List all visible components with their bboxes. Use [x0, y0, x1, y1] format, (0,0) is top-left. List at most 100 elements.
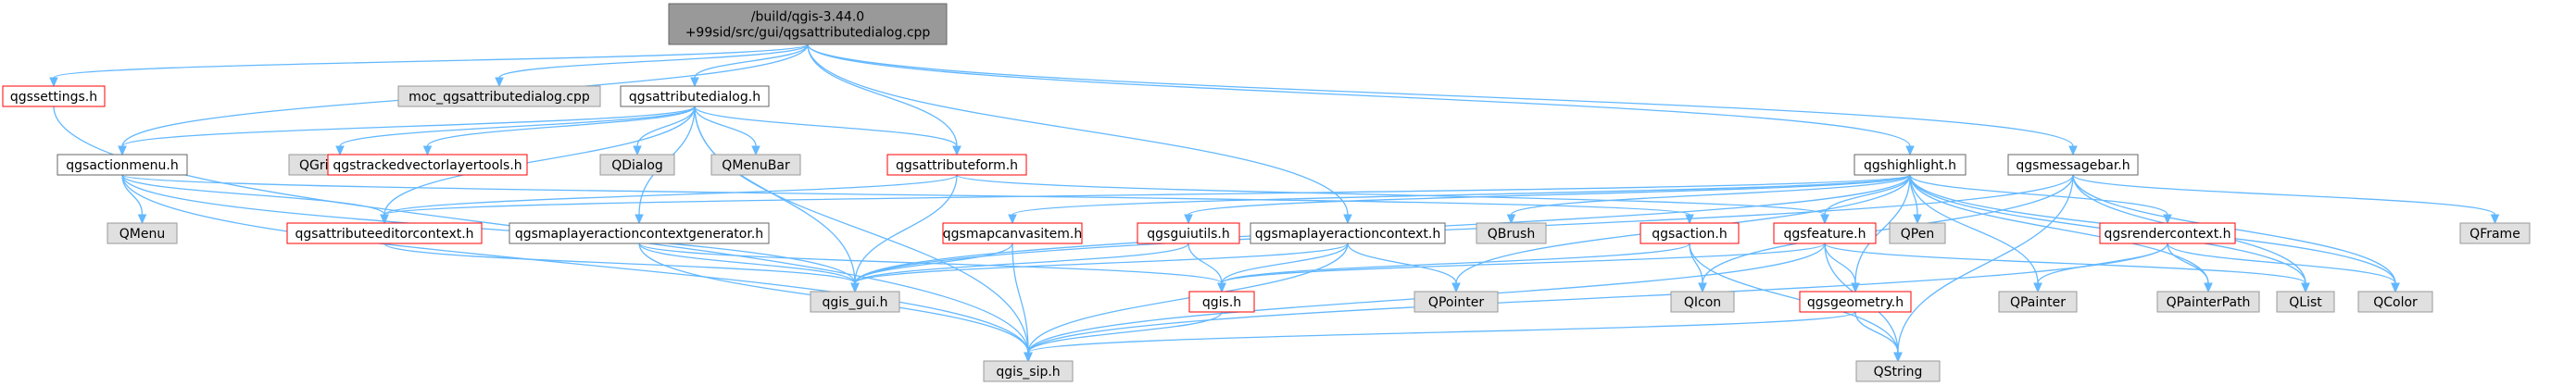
- edge-arrowhead-qgsfeature-to-QList: [2301, 282, 2310, 293]
- node-label-QPen: QPen: [1901, 227, 1934, 242]
- node-label-qgsrendercontext: qgsrendercontext.h: [2104, 227, 2230, 242]
- node-label-qgssettings: qgssettings.h: [10, 90, 97, 105]
- node-QBrush: QBrush: [1476, 222, 1547, 244]
- node-label-QFrame: QFrame: [2469, 227, 2520, 242]
- node-qgsactionmenu[interactable]: qgsactionmenu.h: [57, 154, 188, 176]
- node-box-qgsattributeform: [886, 154, 1027, 176]
- node-label-qgsgeometry: qgsgeometry.h: [1807, 295, 1904, 310]
- edge-arrowhead-qgsattributedialog-to-QMenuBar: [751, 145, 760, 156]
- edge-qgsactionmenu-to-qgsattributeeditorcontext: [121, 174, 385, 216]
- edge-qgsactionmenu-to-qgis_gui: [121, 174, 856, 284]
- edge-qgsfeature-to-QList: [1824, 243, 2306, 284]
- edge-qgsattributedialog-to-QGridLayout: [339, 106, 696, 147]
- node-box-qgsrendercontext: [2099, 222, 2236, 244]
- edge-arrowhead-qgsrendercontext-to-QPainter: [2033, 282, 2042, 293]
- edge-qgsattributeeditorcontext-to-qgis_gui: [383, 243, 856, 284]
- node-qgis_sip: qgis_sip.h: [983, 360, 1074, 382]
- node-label-root: +99sid/src/gui/qgsattributedialog.cpp: [685, 26, 931, 41]
- node-label-qgsmaplayeractioncontext: qgsmaplayeractioncontext.h: [1255, 227, 1440, 242]
- node-label-QMenu: QMenu: [119, 227, 165, 242]
- node-label-QPainterPath: QPainterPath: [2167, 295, 2251, 310]
- edge-arrowhead-qgshighlight-to-qgsfeature: [1820, 214, 1829, 225]
- node-QPen: QPen: [1889, 222, 1946, 244]
- edge-arrowhead-qgsgeometry-to-QString: [1893, 352, 1903, 363]
- node-qgsrendercontext[interactable]: qgsrendercontext.h: [2099, 222, 2236, 244]
- node-qgsaction[interactable]: qgsaction.h: [1640, 222, 1740, 244]
- edge-qgsattributeform-to-qgsfeature: [956, 174, 1826, 216]
- node-qgssettings[interactable]: qgssettings.h: [2, 85, 106, 107]
- edge-arrowhead-root-to-qgshighlight: [1905, 145, 1915, 156]
- edge-qgsattributedialog-to-qgsactionmenu: [121, 106, 696, 147]
- node-label-qgshighlight: qgshighlight.h: [1864, 158, 1956, 173]
- edge-qgsmessagebar-to-QFrame: [2072, 174, 2496, 216]
- edge-arrowhead-qgsrendercontext-to-QPainterPath: [2204, 282, 2213, 293]
- edge-root-to-qgsattributeform: [807, 44, 958, 147]
- node-qgsmaplayeractioncontext[interactable]: qgsmaplayeractioncontext.h: [1250, 222, 1446, 244]
- node-box-moc: [397, 85, 601, 107]
- edge-arrowhead-root-to-qgsmaplayeractioncontext: [1343, 214, 1352, 225]
- node-label-qgsattributeeditorcontext: qgsattributeeditorcontext.h: [295, 227, 473, 242]
- node-qgsattributedialog[interactable]: qgsattributedialog.h: [620, 85, 770, 107]
- edge-qgsattributeform-to-qgis_gui: [854, 174, 958, 284]
- edge-qgsattributedialog-to-QMenuBar: [694, 106, 757, 147]
- node-label-qgis: qgis.h: [1202, 295, 1241, 310]
- node-label-QBrush: QBrush: [1488, 227, 1535, 242]
- edge-root-to-qgsmessagebar: [807, 44, 2074, 147]
- node-qgstrackedvectorlayertools[interactable]: qgstrackedvectorlayertools.h: [327, 154, 528, 176]
- edge-arrowhead-qgsguiutils-to-qgis_gui: [850, 282, 860, 293]
- node-box-QPainter: [1998, 291, 2078, 313]
- edge-root-to-moc: [498, 44, 809, 79]
- edge-arrowhead-qgshighlight-to-QPen: [1913, 214, 1922, 225]
- edge-arrowhead-root-to-moc: [495, 77, 504, 88]
- node-qgsguiutils[interactable]: qgsguiutils.h: [1137, 222, 1240, 244]
- node-root[interactable]: /build/qgis-3.44.0+99sid/src/gui/qgsattr…: [668, 3, 948, 45]
- node-box-qgsguiutils: [1137, 222, 1240, 244]
- node-QMenuBar: QMenuBar: [710, 154, 801, 176]
- node-label-QDialog: QDialog: [611, 158, 663, 173]
- node-box-QString: [1855, 360, 1941, 382]
- edge-arrowhead-qgsattributedialog-to-QDialog: [633, 145, 642, 156]
- edge-qgis-to-qgis_sip: [1027, 311, 1223, 354]
- node-label-qgsmapcanvasitem: qgsmapcanvasitem.h: [943, 227, 1082, 242]
- node-QColor: QColor: [2357, 291, 2433, 313]
- edge-qgsmaplayeractioncontext-to-qgis_sip: [1027, 243, 1349, 354]
- edge-arrowhead-qgsaction-to-QIcon: [1698, 282, 1707, 293]
- node-box-QDialog: [599, 154, 675, 176]
- node-box-qgis: [1188, 291, 1255, 313]
- edge-arrowhead-qgsactionmenu-to-QMenu: [137, 214, 147, 225]
- node-qgsfeature[interactable]: qgsfeature.h: [1773, 222, 1877, 244]
- node-box-QMenu: [107, 222, 178, 244]
- node-label-qgsfeature: qgsfeature.h: [1784, 227, 1866, 242]
- node-label-QList: QList: [2289, 295, 2322, 310]
- edge-qgsmaplayeractioncontext-to-qgis: [1221, 243, 1349, 284]
- node-box-QPainterPath: [2156, 291, 2260, 313]
- node-qgshighlight[interactable]: qgshighlight.h: [1853, 154, 1967, 176]
- node-QPainter: QPainter: [1998, 291, 2078, 313]
- node-QString: QString: [1855, 360, 1941, 382]
- node-qgsgeometry[interactable]: qgsgeometry.h: [1799, 291, 1912, 313]
- edge-root-to-qgsmaplayeractioncontext: [807, 44, 1349, 216]
- node-label-root: /build/qgis-3.44.0: [751, 10, 864, 25]
- node-qgsattributeeditorcontext[interactable]: qgsattributeeditorcontext.h: [286, 222, 483, 244]
- node-box-QMenuBar: [710, 154, 801, 176]
- edge-qgshighlight-to-QBrush: [1510, 174, 1911, 216]
- node-box-qgshighlight: [1853, 154, 1967, 176]
- node-box-root: [668, 3, 948, 45]
- edge-qgsmapcanvasitem-to-qgis_gui: [854, 243, 1013, 284]
- node-box-qgsmapcanvasitem: [942, 222, 1083, 244]
- node-label-QString: QString: [1874, 365, 1923, 380]
- node-qgsmaplayeractioncontextgenerator[interactable]: qgsmaplayeractioncontextgenerator.h: [509, 222, 770, 244]
- node-box-qgsgeometry: [1799, 291, 1912, 313]
- node-box-QPen: [1889, 222, 1946, 244]
- node-qgis[interactable]: qgis.h: [1188, 291, 1255, 313]
- node-box-qgsactionmenu: [57, 154, 188, 176]
- node-qgsmessagebar[interactable]: qgsmessagebar.h: [2007, 154, 2139, 176]
- edge-qgshighlight-to-qgsrendercontext: [1909, 174, 2168, 216]
- edge-arrowhead-qgsgeometry-to-qgis_sip: [1024, 352, 1033, 363]
- node-qgsattributeform[interactable]: qgsattributeform.h: [886, 154, 1027, 176]
- edge-arrowhead-qgsattributedialog-to-qgstrackedvectorlayertools: [422, 145, 433, 156]
- edge-arrowhead-qgsrendercontext-to-QColor: [2391, 282, 2400, 293]
- node-qgsmapcanvasitem[interactable]: qgsmapcanvasitem.h: [942, 222, 1083, 244]
- edge-arrowhead-qgshighlight-to-qgsguiutils: [1184, 214, 1193, 225]
- node-label-QPointer: QPointer: [1428, 295, 1484, 310]
